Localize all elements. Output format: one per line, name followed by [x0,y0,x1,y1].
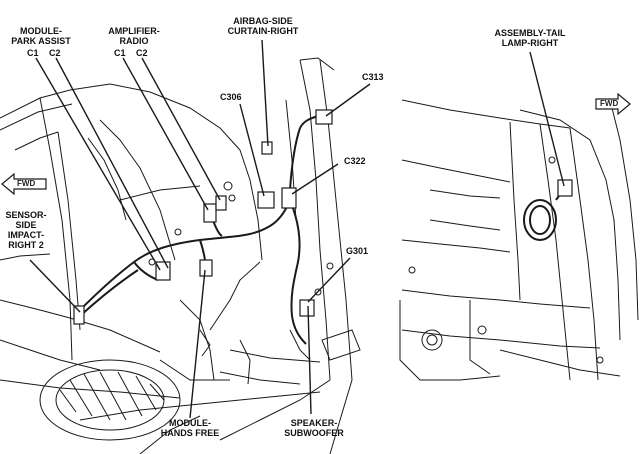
label-sensor-side-impact: SENSOR-SIDE IMPACT-RIGHT 2 [5,210,47,250]
connector-sensor [73,305,85,325]
label-airbag-side-curtain: AIRBAG-SIDE CURTAIN-RIGHT [227,16,299,36]
label-assembly-tail-lamp: ASSEMBLY-TAIL LAMP-RIGHT [494,28,566,48]
label-module-park-assist: MODULE-PARK ASSIST [11,26,71,46]
label-speaker-subwoofer: SPEAKER-SUBWOOFER [284,418,344,438]
leader-lines [29,39,565,419]
fwd-arrow-right-icon [595,92,631,116]
connector-c322 [281,187,297,209]
fwd-label-right: FWD [600,99,619,108]
left-wiring-harness [79,115,319,345]
label-module-hands-free: MODULE-HANDS FREE [160,418,220,438]
connector-tail-lamp [557,179,573,197]
connector-airbag [261,141,273,155]
label-amplifier-c1: C1 [114,48,126,58]
left-body-outline [0,57,361,454]
label-c313: C313 [362,72,384,82]
fwd-label-left: FWD [17,179,36,188]
label-amplifier-c2: C2 [136,48,148,58]
left-connectors [73,109,333,325]
label-amplifier-radio: AMPLIFIER-RADIO [108,26,160,46]
label-c306: C306 [220,92,242,102]
fwd-arrow-left-icon [1,172,47,196]
connector-hands-free [199,259,213,277]
right-body-outline [399,99,639,381]
connector-g301 [299,299,315,317]
label-g301: G301 [346,246,369,256]
connector-c306 [257,191,275,209]
label-module-park-c2: C2 [49,48,61,58]
label-module-park-c1: C1 [27,48,39,58]
connector-c313 [315,109,333,125]
connector-module-park-assist [155,261,171,281]
label-c322: C322 [344,156,366,166]
